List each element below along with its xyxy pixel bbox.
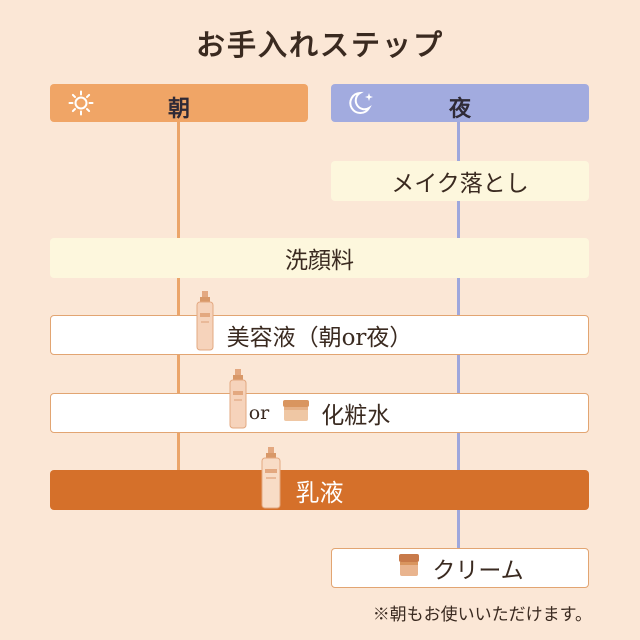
step-serum: 美容液（朝or夜）	[50, 315, 589, 355]
makeup-remover-label: メイク落とし	[391, 171, 529, 197]
usage-note: ※朝もお使いいただけます。	[372, 605, 592, 625]
step-cream: クリーム	[331, 548, 589, 588]
night-label: 夜	[448, 96, 471, 122]
cream-label: クリーム	[432, 558, 524, 584]
bottle-icon	[195, 291, 215, 355]
face-wash-label: 洗顔料	[285, 248, 354, 274]
page-title: お手入れステップ	[195, 28, 444, 62]
jar-icon	[396, 552, 422, 584]
step-lotion: or 化粧水	[50, 393, 589, 433]
jar-icon	[281, 397, 311, 429]
sun-icon	[68, 90, 94, 122]
lotion-label: 化粧水	[321, 403, 391, 429]
bottle-icon	[228, 369, 248, 433]
morning-header: 朝	[50, 84, 308, 122]
serum-label: 美容液（朝or夜）	[226, 325, 413, 351]
moon-icon	[347, 89, 377, 123]
step-makeup-remover: メイク落とし	[331, 161, 589, 201]
night-header: 夜	[331, 84, 589, 122]
bottle-icon	[260, 447, 282, 513]
morning-timeline	[177, 122, 180, 472]
step-face-wash: 洗顔料	[50, 238, 589, 278]
lotion-or-label: or	[248, 402, 270, 424]
milk-label: 乳液	[295, 478, 344, 507]
step-milk: 乳液	[50, 470, 589, 510]
morning-label: 朝	[167, 96, 190, 122]
